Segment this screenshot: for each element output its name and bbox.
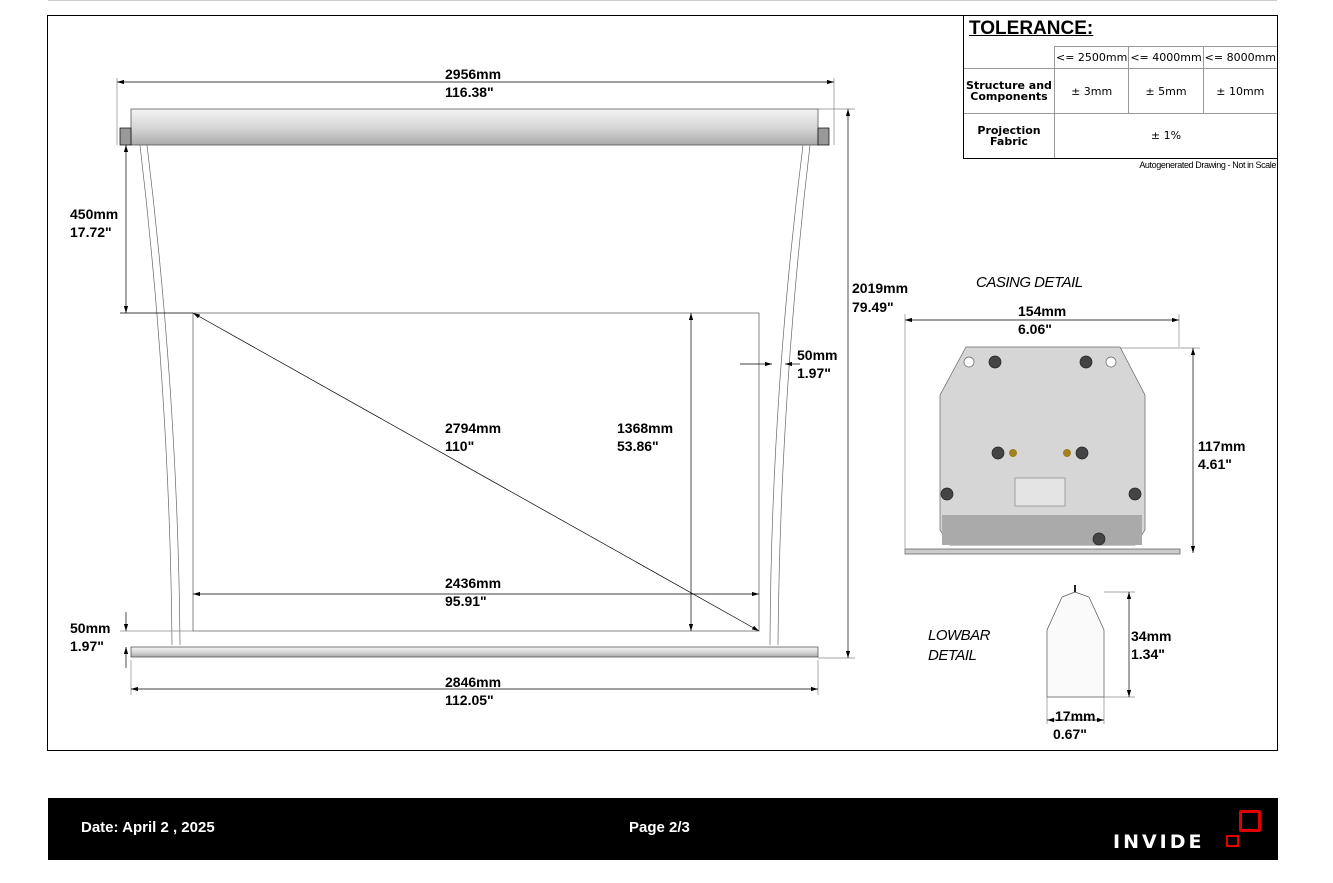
bottom-border-mm: 50mm: [70, 620, 110, 636]
lowbar-detail-title-2: DETAIL: [928, 647, 977, 664]
screw-icon: [1075, 446, 1089, 460]
bottom-border-in: 1.97": [70, 638, 104, 654]
view-width-mm: 2436mm: [445, 575, 501, 591]
view-height-mm: 1368mm: [617, 420, 673, 436]
logo-square-small-icon: [1226, 835, 1239, 847]
brand-logo: INVIDE: [1113, 810, 1263, 853]
screw-icon: [1079, 355, 1093, 369]
overall-width-in: 116.38": [445, 84, 494, 100]
right-side-arm: [769, 144, 811, 646]
tolerance-col-header: <= 4000mm: [1128, 46, 1204, 69]
brand-name: INVIDE: [1113, 831, 1205, 853]
casing-width-mm: 154mm: [1018, 303, 1066, 319]
tolerance-col-header: <= 8000mm: [1202, 46, 1277, 69]
lowbar-detail-title-1: LOWBAR: [928, 627, 991, 644]
screw-icon: [991, 446, 1005, 460]
overall-height-in: 79.49": [852, 299, 894, 315]
view-width-in: 95.91": [445, 593, 487, 609]
tolerance-row-label: Structure and Components: [964, 68, 1055, 114]
side-border-mm: 50mm: [797, 347, 837, 363]
overall-width-mm: 2956mm: [445, 66, 501, 82]
lowbar: [130, 646, 819, 658]
diagonal-in: 110": [445, 438, 474, 454]
tolerance-title: TOLERANCE:: [969, 18, 1094, 39]
lowbar-height-mm: 34mm: [1131, 628, 1171, 644]
screw-icon: [940, 487, 954, 501]
diagonal-mm: 2794mm: [445, 420, 501, 436]
left-end-cap: [119, 127, 132, 146]
casing-height-in: 4.61": [1198, 456, 1232, 472]
screw-icon: [1128, 487, 1142, 501]
footer-page-number: Page 2/3: [629, 819, 690, 836]
tolerance-value: ± 10mm: [1202, 68, 1277, 114]
tolerance-value: ± 5mm: [1128, 68, 1204, 114]
left-side-arm: [139, 144, 181, 646]
lowbar-profile: [1046, 591, 1105, 698]
lowbar-width-detail-mm: 17mm: [1055, 708, 1095, 724]
view-height-in: 53.86": [617, 438, 659, 454]
overall-height-mm: 2019mm: [852, 280, 908, 296]
side-border-in: 1.97": [797, 365, 831, 381]
casing-detail-title: CASING DETAIL: [976, 274, 1083, 291]
right-end-cap: [817, 127, 830, 146]
drawing-frame: [47, 15, 1278, 751]
top-casing: [130, 108, 819, 146]
lowbar-width-in: 112.05": [445, 692, 494, 708]
casing-height-mm: 117mm: [1198, 438, 1245, 454]
lowbar-height-in: 1.34": [1131, 646, 1165, 662]
tolerance-col-header: <= 2500mm: [1053, 46, 1130, 69]
lowbar-width-detail-in: 0.67": [1053, 726, 1087, 742]
footer-date: Date: April 2 , 2025: [81, 819, 215, 836]
tolerance-table: TOLERANCE: <= 2500mm <= 4000mm <= 8000mm…: [963, 16, 1277, 159]
top-divider: [48, 0, 1277, 1]
scale-note: Autogenerated Drawing - Not in Scale: [1139, 160, 1276, 170]
top-drop-in: 17.72": [70, 224, 112, 240]
logo-square-large-icon: [1239, 810, 1261, 832]
tolerance-value: ± 1%: [1054, 113, 1277, 158]
tolerance-value: ± 3mm: [1053, 68, 1130, 114]
top-drop-mm: 450mm: [70, 206, 118, 222]
lowbar-width-mm: 2846mm: [445, 674, 501, 690]
casing-width-in: 6.06": [1018, 321, 1052, 337]
screw-icon: [988, 355, 1002, 369]
footer-bar: Date: April 2 , 2025 Page 2/3 INVIDE: [48, 798, 1278, 860]
diagonal-line: [192, 312, 760, 632]
screw-icon: [1092, 532, 1106, 546]
tolerance-row-label: Projection Fabric: [964, 113, 1055, 158]
